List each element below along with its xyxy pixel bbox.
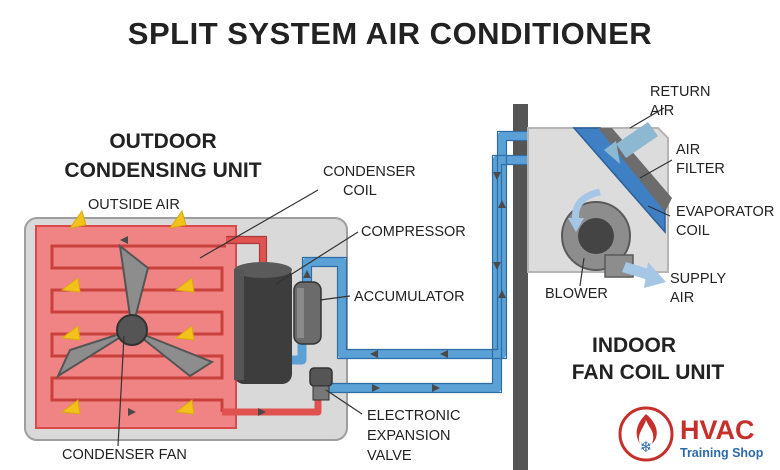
condenser-fan <box>55 243 215 379</box>
label-expansion-3: VALVE <box>367 448 412 464</box>
outdoor-heading-line1: OUTDOOR <box>109 130 216 153</box>
diagram-title: SPLIT SYSTEM AIR CONDITIONER <box>128 16 652 51</box>
flow-direction-arrows <box>120 132 553 416</box>
label-return-air-2: AIR <box>650 103 674 119</box>
expansion-valve <box>309 367 333 401</box>
label-blower: BLOWER <box>545 286 608 302</box>
label-air-filter-1: AIR <box>676 142 700 158</box>
blower-wheel <box>578 218 614 254</box>
label-outside-air: OUTSIDE AIR <box>88 197 180 213</box>
label-expansion-1: ELECTRONIC <box>367 408 460 424</box>
label-accumulator: ACCUMULATOR <box>354 289 465 305</box>
leader-lines <box>117 107 673 447</box>
brand-tagline: Training Shop <box>680 446 764 460</box>
label-expansion-2: EXPANSION <box>367 428 451 444</box>
flame-icon <box>636 414 657 444</box>
outdoor-heading-line2: CONDENSING UNIT <box>64 159 261 182</box>
label-condenser-coil-1: CONDENSER <box>323 164 416 180</box>
indoor-heading-line1: INDOOR <box>592 334 676 357</box>
label-supply-air-1: SUPPLY <box>670 271 726 287</box>
indoor-heading-line2: FAN COIL UNIT <box>572 361 725 384</box>
label-evaporator-1: EVAPORATOR <box>676 204 774 220</box>
label-return-air-1: RETURN <box>650 84 710 100</box>
label-supply-air-2: AIR <box>670 290 694 306</box>
label-condenser-coil-2: COIL <box>343 183 377 199</box>
indoor-fan-coil-unit <box>527 127 672 278</box>
brand-logo: ❄ HVAC Training Shop <box>618 406 764 462</box>
indoor-air-arrows <box>568 122 666 288</box>
compressor <box>234 262 292 384</box>
condenser-coil-tubes <box>50 244 226 412</box>
outside-air-arrows <box>60 209 195 415</box>
label-evaporator-2: COIL <box>676 223 710 239</box>
label-air-filter-2: FILTER <box>676 161 725 177</box>
label-condenser-fan: CONDENSER FAN <box>62 447 187 463</box>
label-compressor: COMPRESSOR <box>361 224 466 240</box>
hot-refrigerant-lines <box>222 236 322 416</box>
brand-badge-icon <box>618 406 674 462</box>
accumulator <box>293 281 322 345</box>
building-wall <box>513 104 528 470</box>
snowflake-icon: ❄ <box>640 438 653 456</box>
brand-name: HVAC <box>680 415 755 445</box>
